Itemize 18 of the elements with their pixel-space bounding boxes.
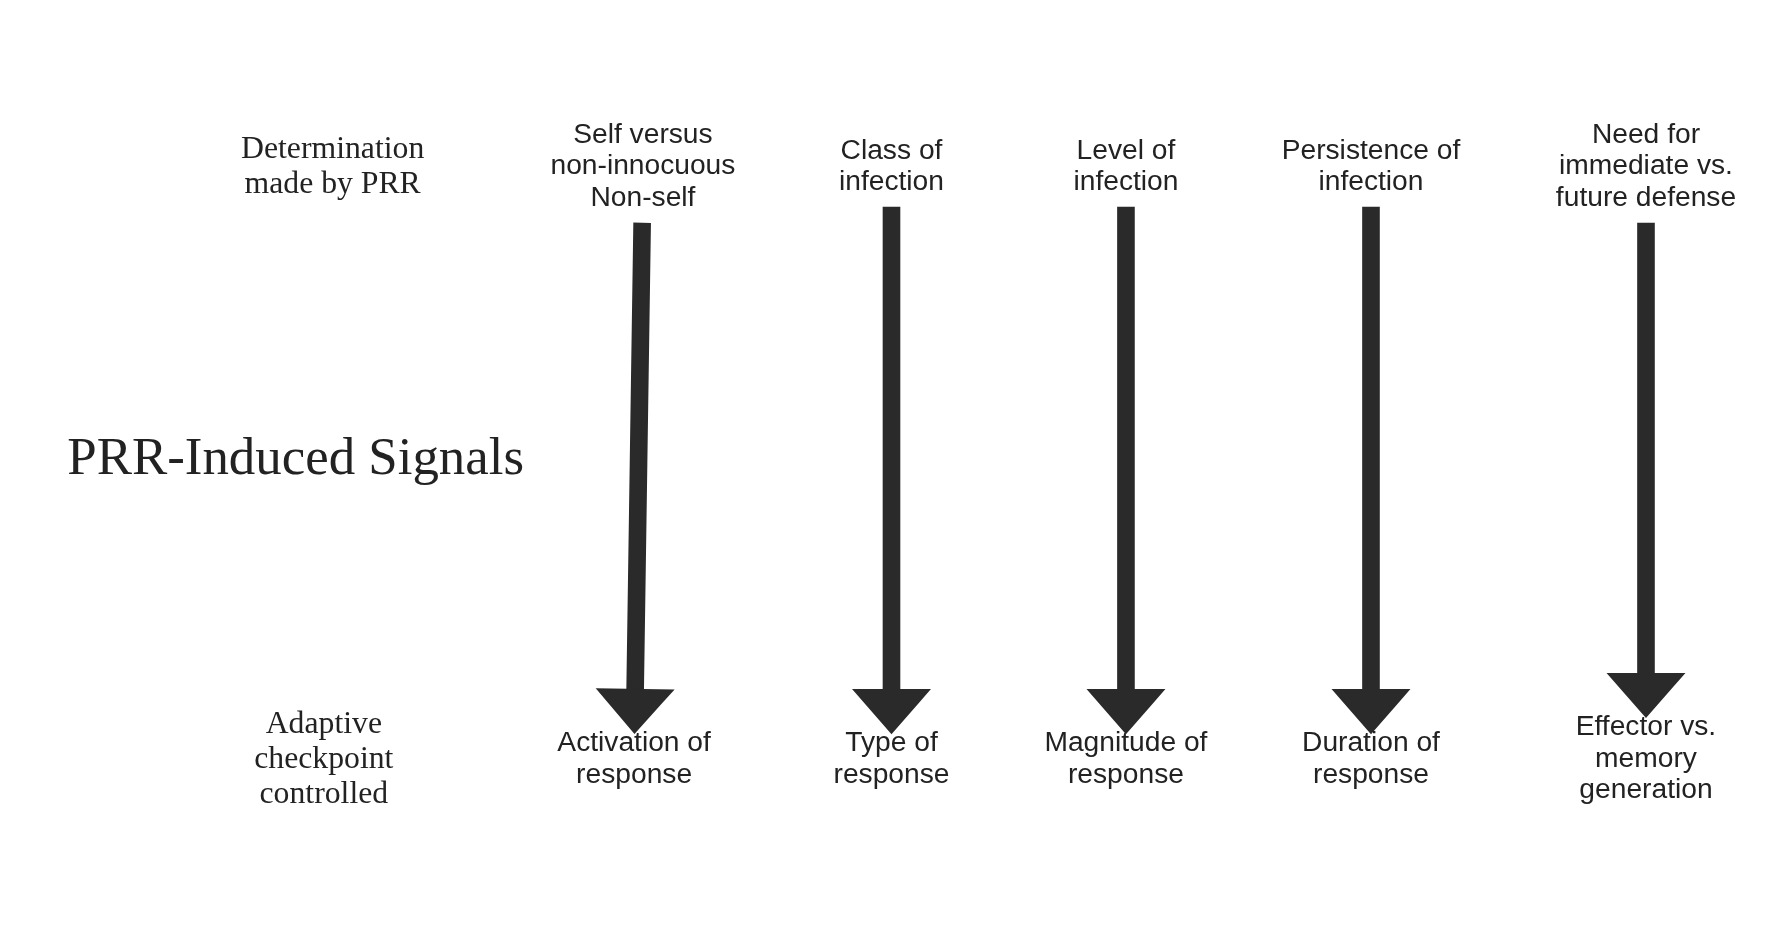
node-text: Duration of response xyxy=(1302,724,1440,789)
node-text: Effector vs. memory generation xyxy=(1575,708,1717,804)
arrow xyxy=(852,206,931,734)
arrow xyxy=(595,222,675,734)
label: Determination made by PRR xyxy=(241,129,425,200)
label: PRR-Induced Signals xyxy=(67,426,525,485)
node-text: Level of infection xyxy=(1073,132,1179,196)
label: Adaptive checkpoint controlled xyxy=(254,704,394,810)
arrow xyxy=(1606,222,1686,718)
node-text: Activation of response xyxy=(557,724,711,789)
node-text: Magnitude of response xyxy=(1044,724,1208,789)
node-text: Persistence of infection xyxy=(1281,132,1461,196)
arrow xyxy=(1086,206,1166,734)
arrow xyxy=(1331,206,1411,734)
node-text: Class of infection xyxy=(838,132,944,196)
node-text: Self versus non-innocuous Non-self xyxy=(550,116,736,212)
node-text: Type of response xyxy=(833,724,950,789)
node-text: Need for immediate vs. future defense xyxy=(1555,116,1737,212)
